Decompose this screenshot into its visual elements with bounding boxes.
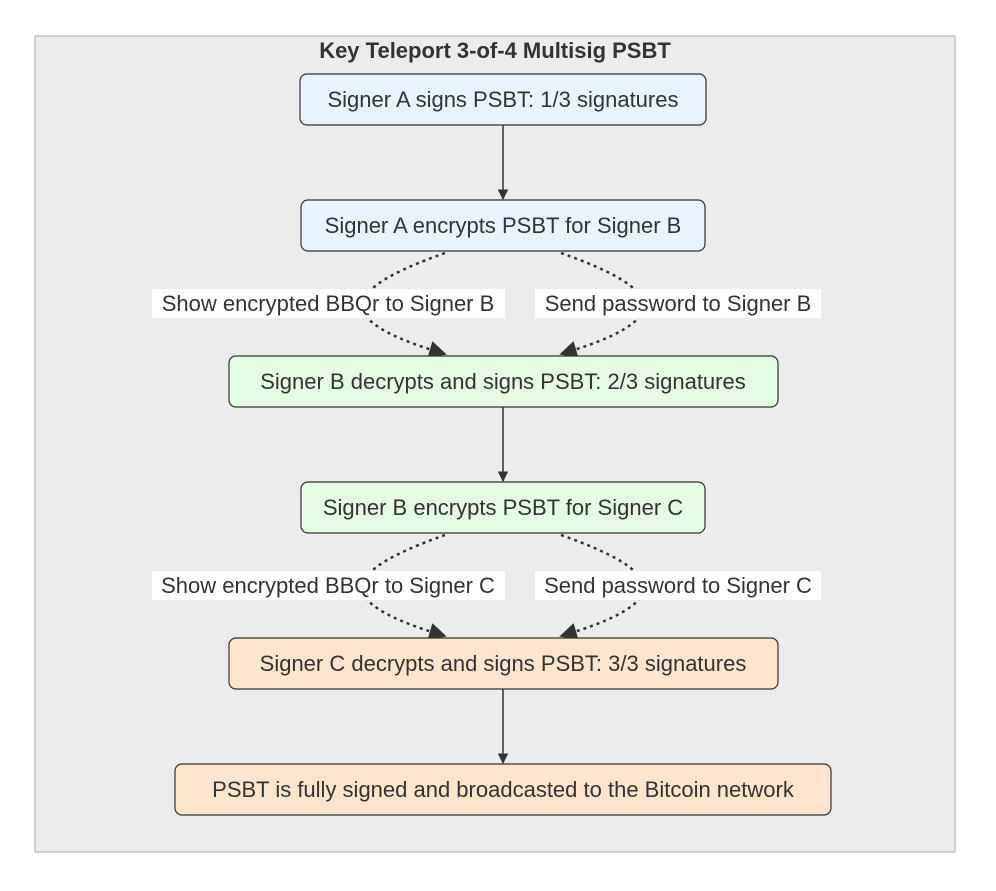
node-label: Signer A encrypts PSBT for Signer B — [325, 213, 682, 238]
edge-label-bbqr-b: Show encrypted BBQr to Signer B — [162, 291, 495, 316]
node-label: Signer A signs PSBT: 1/3 signatures — [328, 87, 679, 112]
cluster-box — [34, 35, 956, 853]
node-label: Signer B encrypts PSBT for Signer C — [323, 495, 683, 520]
edge-label-bg — [152, 289, 505, 318]
node-label: Signer C decrypts and signs PSBT: 3/3 si… — [260, 651, 747, 676]
edge-label-bbqr-c: Show encrypted BBQr to Signer C — [161, 573, 495, 598]
node-signer-b-signs: Signer B decrypts and signs PSBT: 2/3 si… — [228, 355, 779, 408]
diagram-title: Key Teleport 3-of-4 Multisig PSBT — [319, 38, 671, 63]
node-signer-c-signs: Signer C decrypts and signs PSBT: 3/3 si… — [228, 637, 779, 690]
node-label: PSBT is fully signed and broadcasted to … — [212, 777, 795, 802]
node-broadcast: PSBT is fully signed and broadcasted to … — [174, 763, 832, 816]
node-signer-b-encrypts: Signer B encrypts PSBT for Signer C — [300, 481, 706, 534]
edge-label-bg — [152, 571, 505, 600]
node-signer-a-encrypts: Signer A encrypts PSBT for Signer B — [300, 199, 706, 252]
edge-label-bg — [535, 289, 821, 318]
edge-label-bg — [535, 571, 821, 600]
edge-label-password-c: Send password to Signer C — [544, 573, 812, 598]
edge-label-password-b: Send password to Signer B — [545, 291, 812, 316]
node-signer-a-signs: Signer A signs PSBT: 1/3 signatures — [299, 73, 707, 126]
node-label: Signer B decrypts and signs PSBT: 2/3 si… — [260, 369, 745, 394]
